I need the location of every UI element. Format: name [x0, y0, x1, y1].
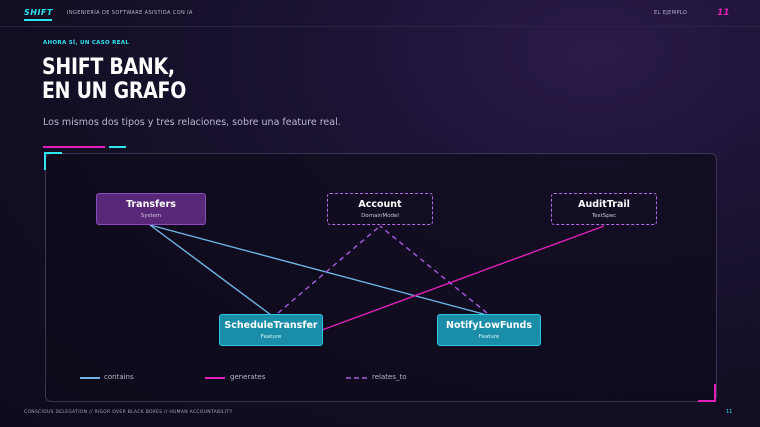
node-type: TestSpec [591, 213, 617, 219]
node-name: Account [358, 199, 402, 210]
legend-label-generates: generates [230, 373, 266, 381]
corner-bracket-top-left [44, 152, 62, 154]
corner-bracket-top-left-vertical [44, 152, 46, 170]
edge-transfers-contains-scheduletransfer [149, 224, 272, 316]
accent-bar-cyan [109, 146, 126, 148]
page-number: 11 [717, 8, 730, 18]
node-transfers[interactable]: Transfers System [96, 193, 206, 225]
slide-lead: Los mismos dos tipos y tres relaciones, … [43, 117, 341, 128]
brand-logo: SHIFT [24, 8, 53, 17]
edge-transfers-contains-notifylowfunds [149, 224, 488, 316]
node-type: Feature [260, 334, 282, 340]
slide-title-line-2: EN UN GRAFO [42, 79, 187, 104]
accent-bar-pink [43, 146, 105, 148]
node-name: Transfers [126, 199, 176, 210]
node-notifylowfunds[interactable]: NotifyLowFunds Feature [437, 314, 541, 346]
slide-title-line-1: SHIFT BANK, [42, 55, 175, 80]
edge-scheduletransfer-generates-audittrail [321, 225, 605, 331]
edge-notifylowfunds-relates-account [379, 225, 488, 314]
top-bar: SHIFT INGENIERÍA DE SOFTWARE ASISTIDA CO… [0, 0, 760, 27]
slide-kicker: AHORA SÍ, UN CASO REAL [43, 40, 130, 46]
node-account[interactable]: Account DomainModel [327, 193, 433, 225]
edge-scheduletransfer-relates-account [277, 225, 381, 314]
node-name: AuditTrail [578, 199, 630, 210]
brand-underline [24, 19, 52, 21]
node-type: DomainModel [361, 213, 399, 219]
corner-bracket-bottom-right [698, 400, 716, 402]
legend-swatch-relates-to [346, 377, 368, 379]
legend-swatch-contains [80, 377, 100, 379]
corner-bracket-bottom-right-vertical [714, 384, 716, 402]
node-type: Feature [478, 334, 500, 340]
section-label: EL EJEMPLO [654, 10, 688, 16]
node-scheduletransfer[interactable]: ScheduleTransfer Feature [219, 314, 323, 346]
node-name: NotifyLowFunds [446, 320, 532, 331]
node-type: System [140, 213, 162, 219]
node-name: ScheduleTransfer [224, 320, 318, 331]
legend-swatch-generates [205, 377, 225, 379]
legend-label-contains: contains [104, 373, 134, 381]
footer-page-number: 11 [726, 409, 733, 415]
node-audittrail[interactable]: AuditTrail TestSpec [551, 193, 657, 225]
legend-label-relates-to: relates_to [372, 373, 407, 381]
header-subtitle: INGENIERÍA DE SOFTWARE ASISTIDA CON IA [67, 10, 193, 16]
slide-title: SHIFT BANK, EN UN GRAFO [42, 56, 186, 104]
footer-text: CONSCIOUS DELEGATION // RIGOR OVER BLACK… [24, 410, 233, 415]
